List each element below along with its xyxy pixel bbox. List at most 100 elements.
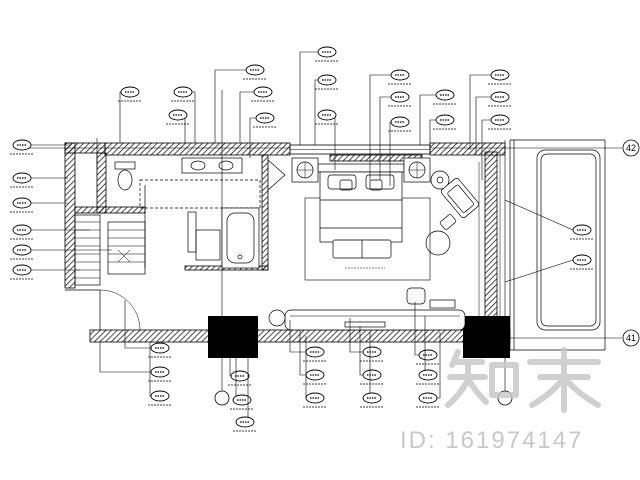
callout-tag (475, 91, 512, 155)
tv-unit (344, 321, 386, 328)
callout-leader (349, 318, 363, 353)
callout-tag (10, 197, 68, 213)
luggage-rack (429, 299, 456, 309)
vanity-counter (181, 157, 243, 174)
callout-leader (429, 119, 436, 150)
wall-bath-inner-vertical (96, 152, 107, 214)
armchair-body (440, 178, 480, 218)
callout-leader (369, 74, 391, 180)
balcony-railing-inner (540, 153, 597, 327)
bedroom (268, 157, 480, 331)
bath-cabinet (195, 229, 221, 261)
callout-tag (10, 224, 90, 240)
sink-left (190, 160, 206, 171)
callout-leader (504, 259, 574, 283)
watermark-logo (445, 347, 601, 413)
column-right (463, 316, 510, 358)
callout-tag (10, 172, 68, 188)
bathtub-basin (226, 212, 255, 264)
callout-leader (469, 74, 491, 150)
watermark-glyph-mo (527, 347, 601, 413)
desk-chair (406, 287, 426, 305)
pillow-left (327, 174, 357, 190)
callout-leader (149, 342, 151, 397)
callout-tag (249, 112, 277, 158)
ottoman-icon (439, 214, 457, 230)
callout-tag (360, 332, 384, 408)
stool (268, 309, 286, 327)
entry-door-swing (99, 289, 141, 331)
callout-tag (228, 358, 252, 386)
callout-tag (230, 358, 254, 410)
callout-tag (379, 91, 412, 180)
callout-tag (233, 358, 257, 432)
callout-tag (388, 116, 412, 186)
callout-tag (124, 300, 172, 358)
bath-shelf (187, 211, 197, 253)
lamp-cross (297, 162, 313, 178)
callout-leader (379, 96, 391, 180)
callout-tag (166, 109, 190, 143)
grid-label-top: 42 (626, 143, 636, 153)
callout-tag (10, 264, 80, 280)
callout-tag (314, 74, 339, 145)
grid-bubbles: 42 41 (214, 139, 640, 406)
callout-tag (429, 114, 457, 150)
callout-layer (10, 46, 594, 432)
ottoman-body (439, 214, 457, 230)
callout-tag (414, 302, 440, 365)
callout-tag (315, 109, 339, 170)
callout-tag (171, 86, 196, 143)
bathtub-icon (221, 207, 260, 269)
callout-tag (349, 318, 384, 362)
callout-tag (504, 199, 594, 240)
callout-tag (419, 89, 457, 145)
callout-leader (229, 358, 231, 377)
sink-right (218, 160, 234, 171)
callout-leader (119, 91, 121, 143)
callout-tag (299, 46, 339, 145)
callout-leader (239, 91, 254, 143)
bathroom (74, 157, 286, 286)
callout-leader (318, 114, 336, 170)
callout-tag (369, 69, 412, 180)
callout-tag (10, 139, 70, 155)
watermark-id: ID: 161974147 (400, 427, 583, 454)
bathtub-drain (237, 254, 243, 260)
callout-tag (239, 86, 275, 143)
callout-leader (124, 300, 151, 349)
callout-leader (419, 94, 436, 145)
wall-bath-partition (261, 154, 269, 271)
wall-right (484, 151, 498, 331)
watermark-glyph-zhi-box (489, 362, 519, 398)
callout-leader (236, 358, 249, 423)
callout-leader (249, 117, 256, 158)
callout-tag (469, 69, 512, 150)
grid-bubble-top (622, 139, 640, 157)
callout-leader (99, 342, 151, 373)
callout-tag (481, 114, 512, 180)
wall-left-cap (64, 142, 106, 154)
callout-tag (214, 64, 267, 143)
walls (64, 142, 511, 343)
balcony-railing-outer (536, 149, 601, 331)
callout-tag (504, 254, 594, 283)
callout-tag (289, 320, 327, 362)
callout-tag (148, 342, 172, 406)
floor-lamp-core (436, 176, 444, 184)
callout-leader (481, 119, 491, 180)
bath-door-swing (267, 159, 286, 191)
shower-bench-slats (108, 229, 145, 263)
shower-bench (107, 221, 146, 275)
entry-door (65, 289, 141, 331)
round-table (425, 230, 451, 256)
callout-leader (299, 330, 306, 376)
callout-leader (475, 96, 491, 155)
callout-tag (303, 336, 327, 408)
callout-leader (289, 320, 306, 353)
bed-icon (319, 171, 403, 243)
callout-leader (214, 69, 246, 143)
floor-lamp-icon (430, 170, 450, 190)
shower-zone (139, 179, 261, 209)
callout-tag (118, 86, 142, 143)
